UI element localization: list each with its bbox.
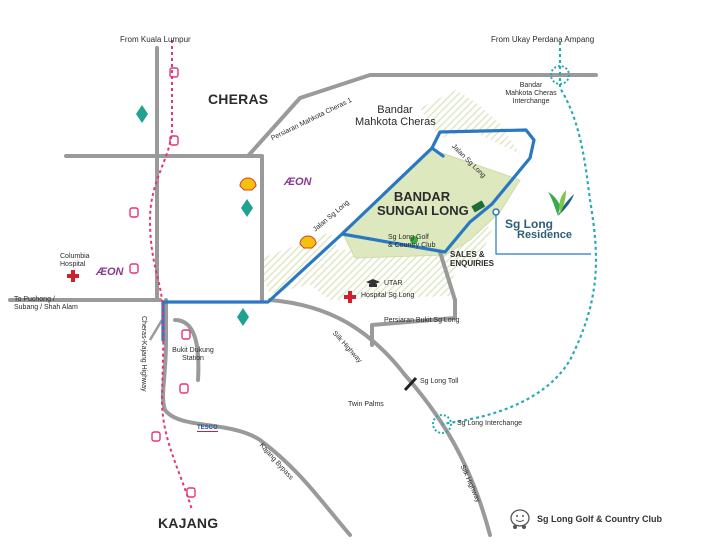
golf-club-line2: & Country Club xyxy=(388,242,436,250)
sg-long-residence-logo: Sg Long Residence xyxy=(505,218,572,241)
area-cheras: CHERAS xyxy=(208,91,269,107)
interchange-bmc-marker xyxy=(550,65,570,85)
sales-line1: SALES & xyxy=(450,250,485,259)
sg-long-toll-label: Sg Long Toll xyxy=(420,378,459,385)
aeon-logo: ÆON xyxy=(284,176,312,188)
footer: Sg Long Golf & Country Club xyxy=(512,514,662,524)
bmc-interchange-line1: Bandar xyxy=(519,82,543,89)
waze-icon xyxy=(510,509,530,529)
bukit-dukung-label: Bukit Dukung Station xyxy=(168,347,218,363)
area-bmc-line2: Mahkota Cheras xyxy=(355,116,436,129)
hospital-sg-long-label: Hospital Sg Long xyxy=(361,292,415,299)
to-puchong-line2: Subang / Shah Alam xyxy=(14,304,78,312)
road-jalan-cheras-link xyxy=(246,154,264,302)
route-main xyxy=(161,128,536,342)
toll-icon xyxy=(403,376,418,392)
petronas-icon xyxy=(237,308,249,326)
shell-icon xyxy=(239,177,257,191)
road-silk-highway xyxy=(268,298,492,537)
rail-station-icon xyxy=(169,135,179,146)
hospital-icon xyxy=(344,291,356,303)
route-spur xyxy=(430,146,445,158)
leaf-logo-icon xyxy=(558,194,574,216)
bmc-interchange-line2: Mahkota Cheras xyxy=(505,90,557,98)
golf-club-line1: Sg Long Golf xyxy=(388,234,429,241)
road-persiaran-bukit xyxy=(370,298,457,347)
bmc-interchange-label: Bandar Mahkota Cheras Interchange xyxy=(500,82,562,106)
road-cheras-kajang-south xyxy=(161,298,352,537)
road-sales-link xyxy=(438,250,457,302)
area-bandar-sungai-long: BANDAR SUNGAI LONG xyxy=(377,189,469,218)
sales-enquiries-label: SALES & ENQUIRIES xyxy=(450,250,494,268)
graduation-cap-base xyxy=(369,284,377,287)
leaf-logo-icon xyxy=(548,192,560,216)
project-pointer-line xyxy=(495,212,591,255)
columbia-line2: Hospital xyxy=(60,261,86,269)
aeon-logo: ÆON xyxy=(96,266,124,278)
from-kuala-lumpur-label: From Kuala Lumpur xyxy=(120,35,191,44)
rail-station-icon xyxy=(151,431,161,442)
site-block xyxy=(471,200,486,213)
hospital-icon xyxy=(67,270,79,282)
area-bsl-line2: SUNGAI LONG xyxy=(377,202,469,218)
petronas-icon xyxy=(136,105,148,123)
bukit-dukung-line1: Bukit Dukung xyxy=(172,347,214,354)
logo-line1: Sg Long xyxy=(505,217,553,231)
columbia-line1: Columbia xyxy=(60,253,90,260)
to-puchong-label: To Puchong / Subang / Shah Alam xyxy=(14,296,78,312)
from-ukay-label: From Ukay Perdana Ampang xyxy=(491,35,595,44)
graduation-cap-icon xyxy=(366,279,380,285)
hatched-area-south xyxy=(310,250,455,300)
rail-line xyxy=(148,40,193,511)
utar-label: UTAR xyxy=(384,280,403,287)
road-mahkota-cheras xyxy=(246,73,598,158)
area-bsl-line1: BANDAR xyxy=(393,189,451,204)
project-pointer-dot xyxy=(492,208,500,216)
bukit-dukung-line2: Station xyxy=(182,355,204,363)
road-kajang-bypass-link xyxy=(173,318,201,382)
rail-station-icon xyxy=(129,263,139,274)
golf-club-label: Sg Long Golf & Country Club xyxy=(388,234,435,250)
area-bandar-mahkota-cheras: Bandar Mahkota Cheras xyxy=(355,104,436,129)
logo-line2: Residence xyxy=(517,229,573,241)
footer-caption: Sg Long Golf & Country Club xyxy=(537,514,662,524)
sales-line2: ENQUIRIES xyxy=(450,259,495,269)
petronas-icon xyxy=(241,199,253,217)
leaf-logo-icon xyxy=(559,190,566,214)
golf-club-marker xyxy=(410,236,418,244)
bmc-interchange-line3: Interchange xyxy=(512,98,550,106)
road-south-branch xyxy=(148,319,164,341)
rail-station-icon xyxy=(179,383,189,394)
hatched-area-north xyxy=(420,90,520,154)
road-label-cheras-kajang-highway: Cheras-Kajang Highway xyxy=(140,316,147,392)
twin-palms-label: Twin Palms xyxy=(348,401,384,408)
area-bmc-line1: Bandar xyxy=(377,104,413,116)
area-kajang: KAJANG xyxy=(158,515,219,531)
rail-station-icon xyxy=(129,207,139,218)
green-area-sungai-long xyxy=(341,149,521,259)
shell-icon xyxy=(299,235,317,249)
rail-station-icon xyxy=(169,67,179,78)
road-label-persiaran-bukit: Persiaran Bukit Sg Long xyxy=(384,317,460,324)
rail-station-icon xyxy=(186,487,196,498)
interchange-sg-long-marker xyxy=(432,414,452,434)
sg-long-interchange-label: Sg Long Interchange xyxy=(457,420,522,427)
to-puchong-line1: To Puchong / xyxy=(14,296,55,303)
tesco-logo: TESCO xyxy=(197,425,218,432)
rail-station-icon xyxy=(181,329,191,340)
columbia-hospital-label: Columbia Hospital xyxy=(60,253,90,269)
